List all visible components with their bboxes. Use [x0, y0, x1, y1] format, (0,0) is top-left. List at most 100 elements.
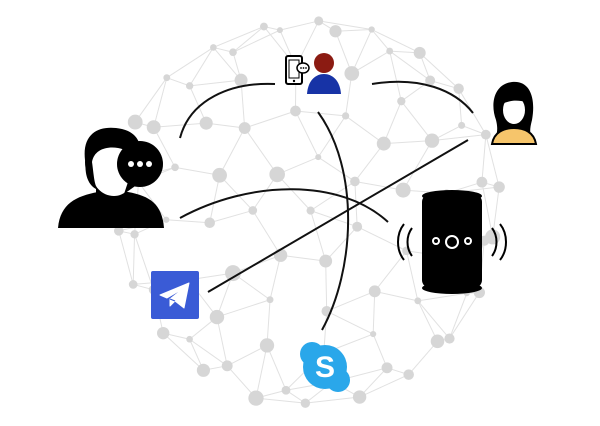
globe-node: [413, 46, 426, 59]
skype-icon[interactable]: S: [300, 342, 350, 392]
connection-customer-phone-user: [179, 82, 276, 139]
globe-node: [453, 83, 464, 94]
globe-edge: [118, 230, 134, 285]
globe-edge: [325, 261, 328, 312]
globe-edge: [244, 110, 296, 129]
connection-phone-user-skype: [317, 111, 350, 331]
globe-node: [352, 390, 367, 404]
globe-edge: [244, 127, 278, 175]
globe-node: [248, 206, 258, 215]
globe-node: [397, 97, 406, 106]
globe-edge: [279, 20, 319, 31]
chat-user-icon[interactable]: [58, 127, 164, 228]
globe-edge: [354, 180, 404, 191]
globe-node: [229, 48, 237, 57]
globe-edge: [310, 181, 356, 212]
globe-edge: [417, 300, 450, 339]
globe-edge: [266, 299, 271, 346]
connection-customer-woman: [371, 80, 474, 114]
globe-node: [395, 182, 411, 198]
smart-speaker-icon[interactable]: [397, 190, 507, 294]
globe-edge: [359, 374, 409, 398]
globe-edge: [295, 110, 346, 117]
globe-edge: [166, 47, 214, 79]
phone-chat-user-icon[interactable]: [285, 53, 341, 94]
globe-edge: [371, 29, 391, 52]
globe-node: [260, 22, 268, 31]
globe-edge: [255, 397, 306, 404]
globe-node: [269, 166, 285, 183]
globe-edge: [374, 290, 418, 302]
globe-node: [281, 385, 291, 395]
globe-node: [156, 326, 170, 340]
globe-edge: [417, 292, 467, 302]
globe-edge: [458, 88, 463, 126]
skype-letter: S: [315, 351, 335, 384]
globe-edge: [318, 20, 372, 31]
globe-edge: [162, 332, 204, 371]
globe-node: [163, 216, 170, 223]
globe-edge: [326, 290, 375, 312]
globe-edge: [134, 77, 168, 123]
globe-edge: [153, 122, 207, 128]
globe-node: [315, 154, 322, 161]
globe-edge: [216, 299, 271, 318]
globe-edge: [305, 396, 360, 404]
globe-node: [259, 338, 275, 353]
globe-node: [290, 105, 301, 117]
woman-user-icon[interactable]: [490, 81, 538, 145]
globe-edge: [419, 52, 460, 90]
globe-node: [424, 133, 440, 148]
globe-edge: [449, 292, 480, 339]
globe-edge: [389, 50, 431, 81]
globe-node: [127, 114, 143, 130]
globe-edge: [189, 79, 242, 87]
globe-edge: [153, 126, 176, 168]
globe-node: [319, 254, 333, 268]
globe-edge: [266, 345, 287, 391]
globe-edge: [431, 134, 486, 142]
globe-edge: [354, 181, 358, 227]
globe-edge: [189, 47, 214, 87]
globe-edge: [481, 134, 487, 183]
globe-edge: [209, 209, 253, 224]
sound-waves-icon: [397, 223, 507, 261]
globe-node: [276, 27, 283, 34]
globe-edge: [189, 338, 228, 367]
globe-node: [210, 44, 217, 51]
connection-telegram-woman: [207, 139, 469, 293]
globe-node: [209, 309, 225, 325]
globe-edge: [269, 255, 282, 300]
globe-edge: [166, 77, 190, 87]
globe-edge: [345, 115, 385, 145]
globe-node: [381, 362, 393, 374]
globe-node: [370, 330, 377, 338]
globe-node: [368, 285, 381, 298]
globe-edge: [255, 345, 268, 399]
globe-node: [493, 181, 505, 193]
globe-node: [430, 334, 445, 349]
globe-edge: [317, 156, 356, 182]
globe-edge: [310, 210, 327, 262]
globe-edge: [449, 293, 468, 339]
globe-node: [376, 136, 391, 151]
globe-edge: [485, 134, 500, 188]
globe-node: [350, 176, 360, 187]
globe-node: [368, 26, 375, 33]
globe-node: [480, 129, 491, 140]
globe-node: [163, 74, 171, 82]
globe-node: [344, 66, 360, 81]
globe-edge: [326, 310, 374, 335]
globe-node: [458, 121, 466, 129]
globe-edge: [325, 226, 358, 262]
globe-node: [130, 230, 139, 239]
globe-node: [221, 360, 233, 372]
globe-edge: [232, 26, 265, 53]
globe-node: [212, 167, 227, 183]
globe-edge: [153, 77, 168, 128]
globe-node: [186, 335, 193, 343]
globe-node: [414, 297, 422, 305]
globe-edge: [335, 31, 353, 74]
globe-edge: [406, 250, 419, 301]
telegram-icon[interactable]: [151, 271, 199, 319]
